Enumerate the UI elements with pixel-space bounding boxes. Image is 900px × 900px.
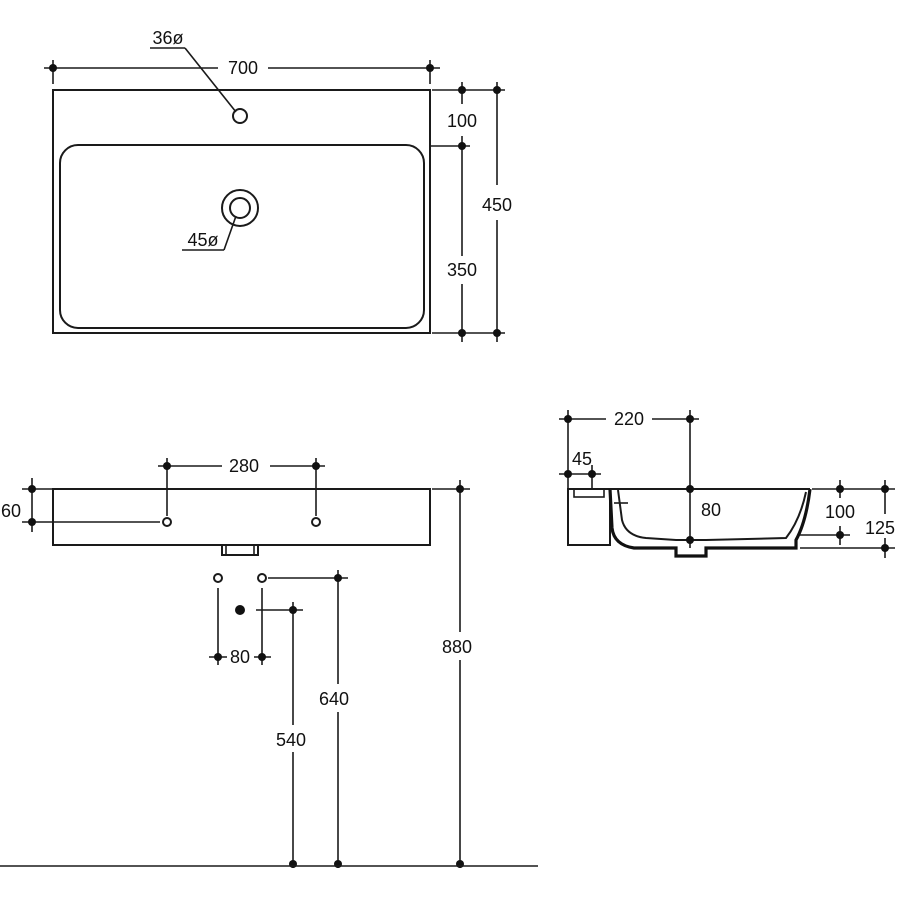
tap-hole-label: 36ø (152, 28, 183, 48)
fixing-hole-right (311, 517, 321, 527)
side-bowl-inner (617, 489, 807, 541)
dim-waste-height: 540 (256, 602, 306, 868)
supply-point-right (257, 573, 267, 583)
dim-tap-hole: 36ø (150, 28, 237, 113)
projection-label: 220 (614, 409, 644, 429)
waste-outlet (221, 544, 259, 556)
side-ledge-top (573, 488, 605, 498)
waste-outer-ring (221, 189, 259, 227)
plan-view: 700 36ø 45ø 450 (44, 28, 512, 342)
outer-depth-label: 100 (825, 502, 855, 522)
total-height-label: 125 (865, 518, 895, 538)
supply-point-left (213, 573, 223, 583)
tap-hole (232, 108, 248, 124)
dim-inner-depth: 80 (686, 485, 721, 544)
waste-hole-label: 45ø (187, 230, 218, 250)
dim-rim-height: 880 (432, 480, 472, 868)
bowl-outline-plan (59, 144, 425, 329)
overall-depth-label: 450 (482, 195, 512, 215)
supply-height-label: 640 (319, 689, 349, 709)
waste-point (235, 605, 245, 615)
dim-total-height: 125 (800, 480, 895, 558)
ledge-width-label: 45 (572, 449, 592, 469)
dim-connection-spacing: 80 (209, 588, 271, 667)
connection-spacing-label: 80 (230, 647, 250, 667)
fixing-height-label: 60 (1, 501, 21, 521)
waste-inner-ring (229, 197, 251, 219)
overall-width-label: 700 (228, 58, 258, 78)
back-ledge-label: 100 (447, 111, 477, 131)
waste-height-label: 540 (276, 730, 306, 750)
dim-overall-width: 700 (44, 58, 440, 84)
fixing-hole-left (162, 517, 172, 527)
dim-outer-depth: 100 (800, 480, 855, 545)
side-view: 220 45 80 100 (559, 409, 895, 558)
dim-overall-depth: 450 (432, 82, 512, 342)
basin-outline-front (52, 488, 431, 546)
dim-supply-height: 640 (268, 570, 349, 868)
fixing-spacing-label: 280 (229, 456, 259, 476)
dim-fixing-spacing: 280 (158, 456, 325, 516)
side-bowl-outer (608, 488, 812, 558)
front-view: 280 60 80 (0, 456, 538, 868)
inner-depth-label: 80 (701, 500, 721, 520)
dim-ledge-and-bowl: 100 350 (430, 82, 477, 342)
dim-ledge-width: 45 (559, 449, 601, 489)
bowl-depth-label: 350 (447, 260, 477, 280)
dim-fixing-height: 60 (1, 478, 160, 532)
dim-projection: 220 (559, 409, 699, 548)
rim-height-label: 880 (442, 637, 472, 657)
dim-waste-hole: 45ø (182, 215, 237, 251)
basin-outline-plan (52, 89, 431, 334)
